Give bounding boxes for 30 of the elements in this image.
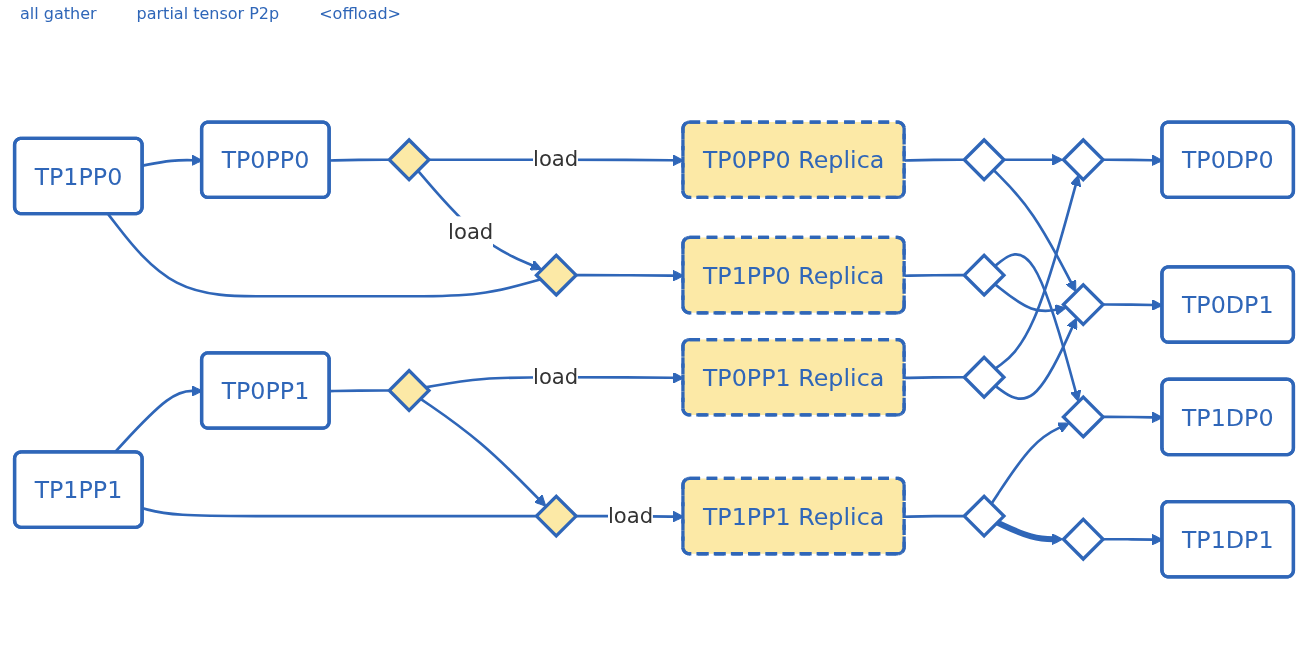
- node-diamond: [386, 137, 432, 182]
- node-diamond: [1061, 394, 1106, 439]
- node-diamond: [961, 252, 1007, 297]
- node-diamond: [961, 137, 1007, 182]
- node-diamond: [961, 493, 1007, 538]
- arrow: [995, 519, 1064, 545]
- arrow: [993, 252, 1082, 402]
- arrow: [1003, 153, 1064, 166]
- edge-label: load: [448, 218, 494, 244]
- node-diamond: [386, 367, 432, 413]
- edge-label: load: [533, 363, 579, 389]
- edge-label: load: [607, 502, 654, 528]
- note-label: <offload>: [319, 4, 402, 25]
- arrow: [994, 317, 1078, 400]
- arrow: [993, 282, 1067, 316]
- node-diamond: [1061, 281, 1106, 327]
- arrow: [419, 396, 547, 507]
- node-diamond: [534, 252, 579, 297]
- edge-label: load: [533, 146, 579, 172]
- arrow: [990, 421, 1070, 505]
- node-diamond: [1061, 137, 1106, 182]
- node-diamond: [534, 493, 579, 538]
- node-diamond: [961, 354, 1007, 399]
- note-label: partial tensor P2p: [136, 4, 280, 25]
- node-diamond: [1061, 516, 1106, 561]
- arrow: [416, 169, 543, 271]
- connector: [107, 213, 541, 298]
- arrow: [992, 168, 1077, 292]
- arrow: [994, 174, 1082, 370]
- note-label: all gather: [20, 4, 97, 25]
